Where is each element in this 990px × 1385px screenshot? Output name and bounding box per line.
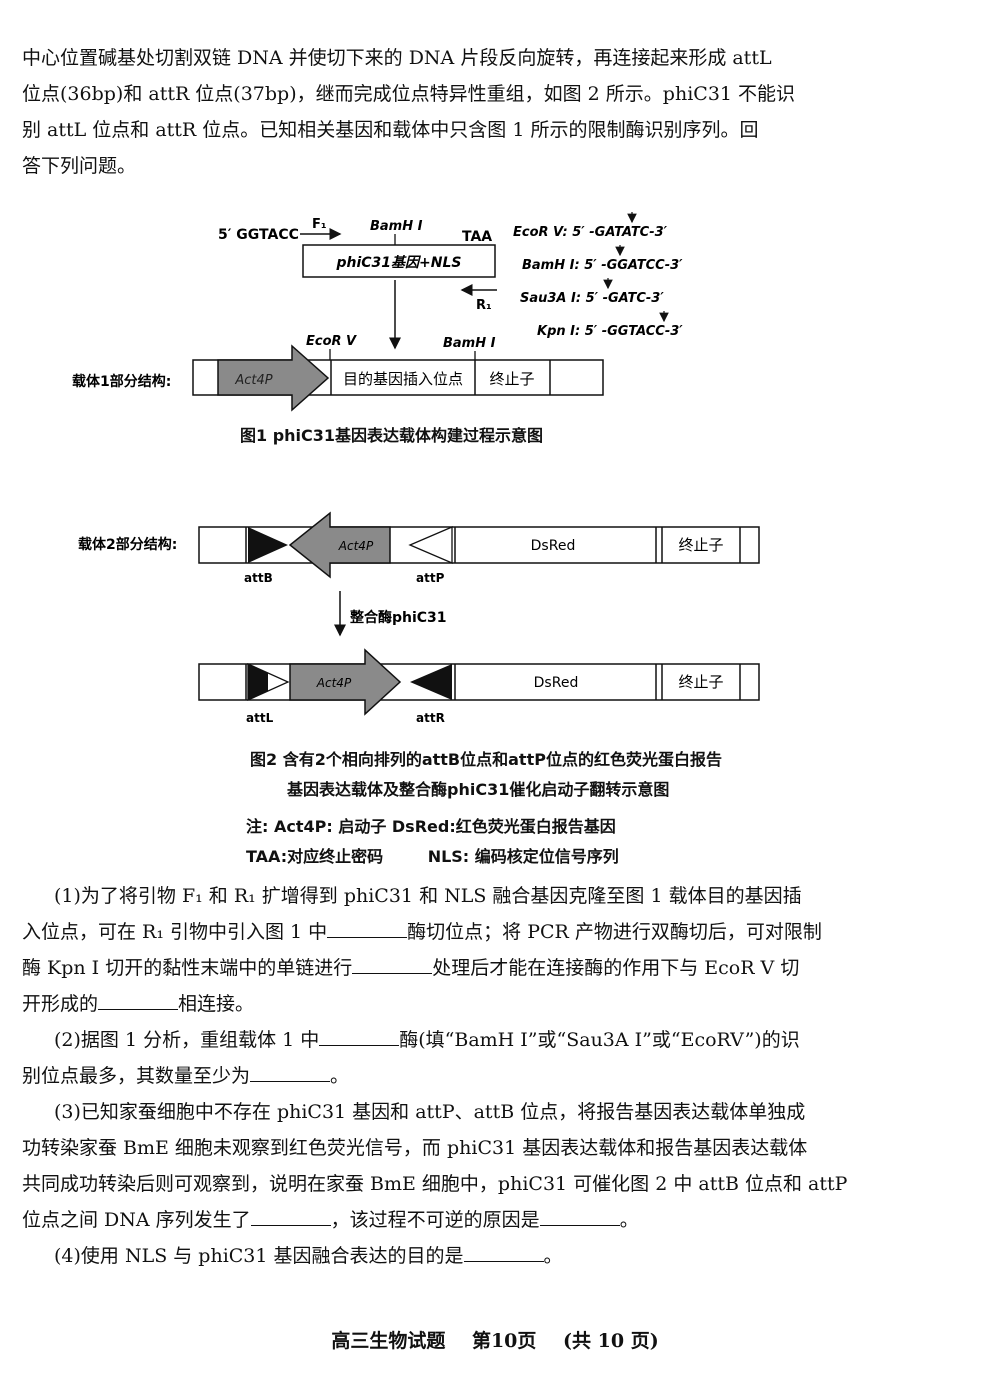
attb-site-triangle [248, 527, 288, 563]
q1-line: 入位点，可在 R₁ 引物中引入图 1 中酶切位点；将 PCR 产物进行双酶切后，… [22, 914, 872, 950]
intro-line: 位点(36bp)和 attR 位点(37bp)，继而完成位点特异性重组，如图 2… [22, 83, 796, 105]
q1-line: 酶 Kpn I 切开的黏性末端中的单链进行处理后才能在连接酶的作用下与 EcoR… [22, 950, 872, 986]
attp-label: attP [416, 571, 445, 585]
q2-line: 别位点最多，其数量至少为。 [22, 1058, 872, 1094]
answer-blank[interactable] [463, 1239, 544, 1262]
q2-line: (2)据图 1 分析，重组载体 1 中酶(填“BamH I”或“Sau3A I”… [22, 1022, 872, 1058]
q3-line: 共同成功转染后则可观察到，说明在家蚕 BmE 细胞中，phiC31 可催化图 2… [22, 1173, 848, 1195]
enzyme-line: Kpn I: 5′ -GGTACC-3′ [537, 324, 683, 339]
q3-line: 功转染家蚕 BmE 细胞未观察到红色荧光信号，而 phiC31 基因表达载体和报… [22, 1137, 808, 1159]
primer-r1-label: R₁ [476, 298, 492, 313]
attl-site-half-fill [248, 664, 268, 700]
answer-blank[interactable] [250, 1059, 331, 1082]
footer-page: 第10页 [471, 1330, 537, 1352]
answer-blank[interactable] [98, 987, 179, 1010]
attl-site-triangle [247, 662, 290, 702]
attr-label: attR [416, 711, 445, 725]
answer-blank[interactable] [352, 951, 433, 974]
intro-line: 中心位置碱基处切割双链 DNA 并使切下来的 DNA 片段反向旋转，再连接起来形… [22, 47, 772, 69]
figure-2-diagram: 载体2部分结构: Act4P DsRed 终止子 attB attP 整合酶ph… [78, 511, 760, 725]
promoter-label: Act4P [234, 373, 272, 388]
q3-line: (3)已知家蚕细胞中不存在 phiC31 基因和 attP、attB 位点，将报… [54, 1101, 806, 1123]
q4-line: (4)使用 NLS 与 phiC31 基因融合表达的目的是。 [22, 1238, 872, 1274]
note-line-1: 注: Act4P: 启动子 DsRed:红色荧光蛋白报告基因 [246, 817, 616, 836]
promoter-bottom-label: Act4P [316, 676, 352, 690]
intro-line: 别 attL 位点和 attR 位点。已知相关基因和载体中只含图 1 所示的限制… [22, 119, 759, 141]
q3-line: 位点之间 DNA 序列发生了，该过程不可逆的原因是。 [22, 1202, 872, 1238]
footer-total: (共 10 页) [563, 1330, 659, 1352]
bamhi-top-label: BamH I [370, 219, 423, 234]
promoter-top-label: Act4P [338, 539, 374, 553]
insert-site-label: 目的基因插入位点 [343, 370, 463, 388]
dsred-top-label: DsRed [531, 538, 576, 554]
answer-blank[interactable] [327, 915, 408, 938]
promoter-arrow-forward [289, 648, 402, 716]
gene-box-label: phiC31基因+NLS [336, 254, 462, 271]
q1-line: (1)为了将引物 F₁ 和 R₁ 扩增得到 phiC31 和 NLS 融合基因克… [54, 885, 802, 907]
answer-blank[interactable] [539, 1203, 620, 1226]
note-line-2: TAA:对应终止密码 NLS: 编码核定位信号序列 [246, 847, 619, 866]
q1-line: 开形成的相连接。 [22, 986, 872, 1022]
terminator-top-label: 终止子 [678, 536, 723, 554]
promoter-arrow-reverse [288, 511, 391, 579]
seq-5prime-label: 5′ GGTACC [218, 227, 299, 243]
promoter-arrow [217, 344, 330, 412]
dsred-bottom-label: DsRed [534, 675, 579, 691]
answer-blank[interactable] [250, 1203, 331, 1226]
terminator-label: 终止子 [489, 370, 534, 388]
enzyme-line: EcoR V: 5′ -GATATC-3′ [513, 225, 668, 240]
attb-label: attB [244, 571, 273, 585]
figure-2-caption-line2: 基因表达载体及整合酶phiC31催化启动子翻转示意图 [287, 780, 670, 799]
integrase-label: 整合酶phiC31 [349, 609, 447, 626]
terminator-bottom-label: 终止子 [678, 673, 723, 691]
bamhi-vector-label: BamH I [443, 336, 496, 351]
attl-label: attL [246, 711, 274, 725]
vector2-bar-bottom [198, 663, 760, 701]
enzyme-line: BamH I: 5′ -GGATCC-3′ [522, 258, 683, 273]
primer-f1-label: F₁ [312, 217, 327, 232]
intro-line: 答下列问题。 [22, 155, 137, 177]
vector2-label: 载体2部分结构: [78, 536, 177, 553]
attr-site-triangle [410, 664, 452, 700]
figure-2-caption-line1: 图2 含有2个相向排列的attB位点和attP位点的红色荧光蛋白报告 [250, 750, 722, 769]
intro-paragraph: 中心位置碱基处切割双链 DNA 并使切下来的 DNA 片段反向旋转，再连接起来形… [22, 40, 872, 184]
vector1-label: 载体1部分结构: [72, 373, 171, 390]
ecorv-label: EcoR V [306, 334, 357, 349]
page-footer: 高三生物试题 第10页 (共 10 页) [0, 1326, 990, 1353]
gene-box [302, 244, 496, 278]
attp-site-triangle [408, 526, 453, 564]
taa-label: TAA [462, 229, 492, 245]
enzyme-line: Sau3A I: 5′ -GATC-3′ [520, 291, 664, 306]
answer-blank[interactable] [319, 1023, 400, 1046]
figure-1-caption: 图1 phiC31基因表达载体构建过程示意图 [240, 426, 544, 445]
figure-1-diagram: 5′ GGTACC F₁ BamH I TAA phiC31基因+NLS R₁ … [72, 212, 683, 412]
questions-block: (1)为了将引物 F₁ 和 R₁ 扩增得到 phiC31 和 NLS 融合基因克… [22, 878, 872, 1274]
footer-subject: 高三生物试题 [331, 1330, 446, 1352]
